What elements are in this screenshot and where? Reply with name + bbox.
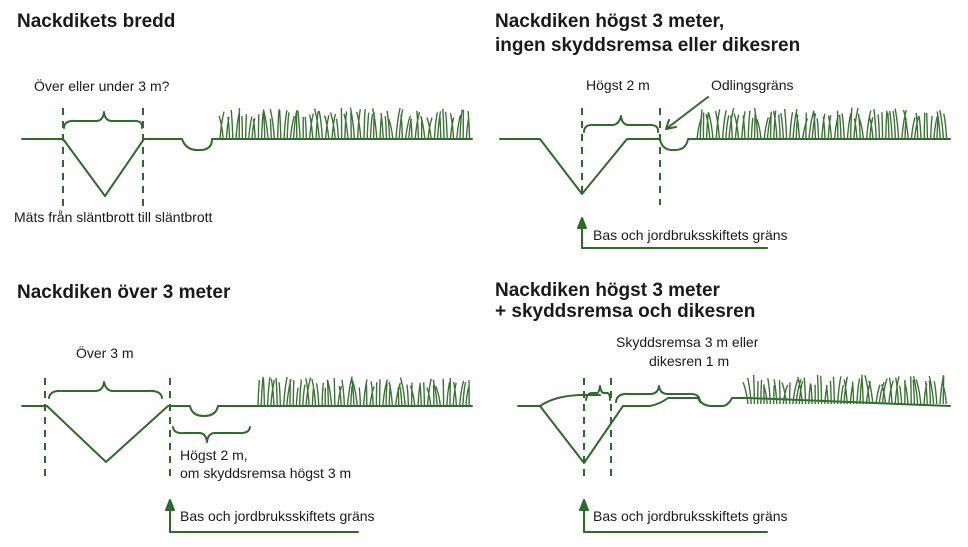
base-boundary-label: Bas och jordbruksskiftets gräns: [593, 227, 788, 243]
grass-blades: [257, 376, 470, 407]
grass-blades: [218, 107, 471, 140]
brace-over-3m: [48, 381, 163, 399]
question-label: Över eller under 3 m?: [34, 78, 170, 94]
panel-title-line-2: ingen skyddsremsa eller dikesren: [495, 35, 801, 56]
over-3m-label: Över 3 m: [76, 345, 134, 361]
base-boundary-label: Bas och jordbruksskiftets gräns: [180, 508, 375, 524]
strip-condition-label: om skyddsremsa högst 3 m: [180, 465, 352, 481]
brace-max-2m: [172, 426, 251, 443]
grass-4: [742, 374, 948, 405]
base-boundary-label: Bas och jordbruksskiftets gräns: [593, 508, 788, 524]
ditch-profile-1: [21, 107, 473, 210]
cultivation-limit-label: Odlingsgräns: [711, 77, 794, 93]
ditch-profile-4: [517, 374, 951, 533]
grass-blades: [696, 107, 948, 140]
panel-title: Nackdiken över 3 meter: [17, 282, 231, 303]
grass-1: [218, 107, 471, 140]
panel-title-line-1: Nackdiken högst 3 meter,: [495, 11, 725, 32]
ditch-profile-2: [499, 96, 951, 249]
grass-blades: [742, 374, 948, 405]
grass-2: [696, 107, 948, 140]
strip-label-line-1: Skyddsremsa 3 m eller: [616, 334, 759, 350]
panel-title-line-1: Nackdiken högst 3 meter: [495, 280, 720, 301]
strip-label-line-2: dikesren 1 m: [649, 353, 730, 369]
brace-max-2m: [583, 115, 660, 133]
panel-title-line-2: + skyddsremsa och dikesren: [495, 301, 756, 322]
grass-3: [257, 376, 470, 407]
max-2m-label: Högst 2 m,: [180, 447, 248, 463]
ditch-profile-3: [21, 376, 473, 533]
panel-title: Nackdikets bredd: [17, 11, 176, 32]
brace-small: [585, 385, 611, 401]
brace-width: [63, 111, 144, 129]
max-2m-label: Högst 2 m: [586, 77, 650, 93]
brace-strip: [615, 385, 701, 403]
measure-label: Mäts från släntbrott till släntbrott: [14, 209, 213, 225]
